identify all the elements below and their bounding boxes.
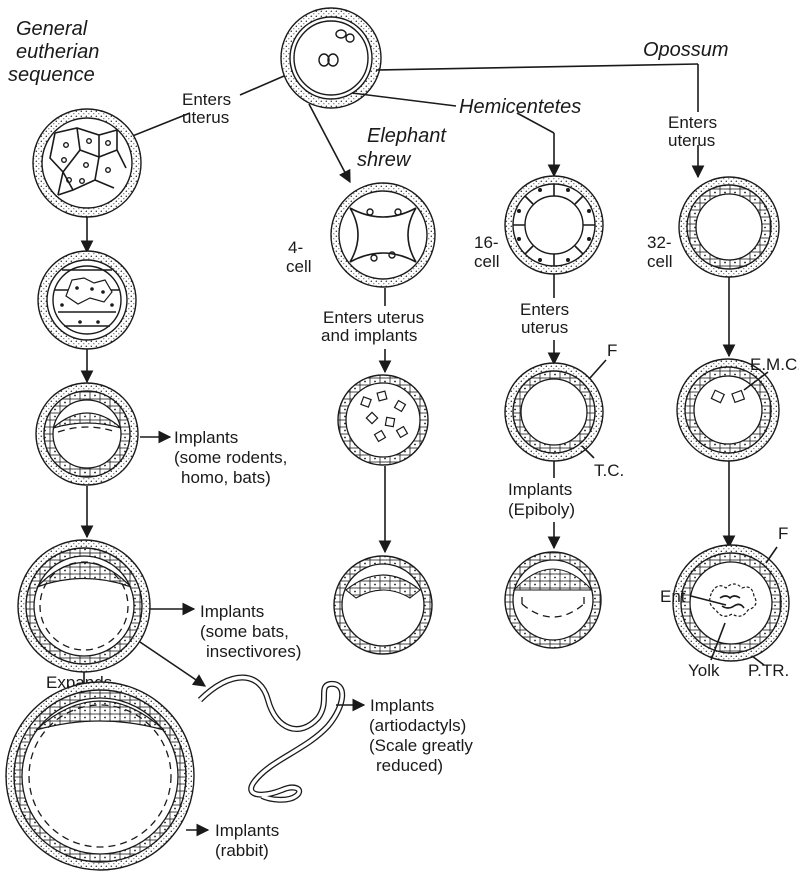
svg-text:shrew: shrew: [357, 149, 412, 171]
svg-text:cell: cell: [286, 257, 312, 276]
svg-text:4-: 4-: [288, 238, 303, 257]
svg-text:Implants: Implants: [200, 602, 264, 621]
svg-text:Implants: Implants: [215, 821, 279, 840]
f-label-hemi: F: [607, 341, 617, 360]
svg-text:and implants: and implants: [321, 326, 417, 345]
sixteen-cell-label: 16- cell: [474, 233, 500, 271]
svg-text:(some rodents,: (some rodents,: [174, 448, 287, 467]
implants-rodents-label: Implants (some rodents, homo, bats): [174, 428, 287, 487]
four-cell-label: 4- cell: [286, 238, 312, 276]
svg-text:Implants: Implants: [174, 428, 238, 447]
hemicentetes-blastocyst: [505, 363, 603, 461]
implants-rabbit-label: Implants (rabbit): [215, 821, 279, 860]
svg-text:Elephant: Elephant: [367, 125, 447, 147]
blastocyst-stage-3: [36, 383, 138, 485]
svg-text:Enters: Enters: [668, 113, 717, 132]
implants-artiodactyls-label: Implants (artiodactyls) (Scale greatly r…: [369, 696, 473, 775]
ptr-label: P.TR.: [748, 661, 789, 680]
sixteen-cell-embryo: [505, 176, 603, 274]
svg-text:(Epiboly): (Epiboly): [508, 500, 575, 519]
svg-text:sequence: sequence: [8, 64, 95, 86]
enters-uterus-implants-label: Enters uterus and implants: [321, 308, 424, 345]
f-label-opossum: F: [778, 524, 788, 543]
thirtytwo-cell-embryo: [679, 177, 779, 277]
four-cell-embryo: [331, 183, 435, 287]
svg-text:(Scale greatly: (Scale greatly: [369, 736, 473, 755]
opossum-late-blastocyst: [673, 545, 789, 661]
svg-text:(rabbit): (rabbit): [215, 841, 269, 860]
heading-opossum: Opossum: [643, 39, 729, 61]
rabbit-blastocyst: [6, 682, 194, 870]
svg-text:Enters uterus: Enters uterus: [323, 308, 424, 327]
hemicentetes-implanted: [505, 552, 601, 648]
ent-label: Ent: [660, 587, 686, 606]
svg-text:32-: 32-: [647, 233, 672, 252]
svg-text:insectivores): insectivores): [206, 642, 301, 661]
svg-text:reduced): reduced): [376, 756, 443, 775]
svg-text:16-: 16-: [474, 233, 499, 252]
implants-bats-label: Implants (some bats, insectivores): [200, 602, 301, 661]
morula: [33, 109, 141, 217]
heading-elephant-shrew: Elephant shrew: [357, 125, 447, 171]
svg-text:eutherian: eutherian: [16, 41, 99, 63]
svg-text:Implants: Implants: [508, 480, 572, 499]
svg-text:Implants: Implants: [370, 696, 434, 715]
svg-text:General: General: [16, 18, 88, 40]
zygote: [281, 8, 381, 108]
svg-text:homo, bats): homo, bats): [181, 468, 271, 487]
expanded-blastocyst: [18, 540, 150, 672]
svg-text:uterus: uterus: [668, 131, 715, 150]
svg-text:Enters: Enters: [520, 300, 569, 319]
thirtytwo-cell-label: 32- cell: [647, 233, 673, 271]
enters-uterus-hemi-label: Enters uterus: [520, 300, 569, 337]
elongated-blastocyst: [200, 678, 342, 800]
svg-text:(artiodactyls): (artiodactyls): [369, 716, 466, 735]
emc-label: E.M.C.: [750, 355, 799, 374]
enters-uterus-opossum-label: Enters uterus: [668, 113, 717, 150]
enters-uterus-label: Enters uterus: [182, 90, 231, 127]
heading-general-eutherian: General eutherian sequence: [8, 18, 99, 86]
svg-text:(some bats,: (some bats,: [200, 622, 289, 641]
svg-text:uterus: uterus: [182, 108, 229, 127]
tc-label: T.C.: [594, 461, 624, 480]
yolk-label: Yolk: [688, 661, 720, 680]
svg-text:cell: cell: [474, 252, 500, 271]
svg-text:Enters: Enters: [182, 90, 231, 109]
elephant-shrew-implanted: [334, 556, 432, 654]
early-blastocyst: [38, 251, 136, 349]
implants-epiboly-label: Implants (Epiboly): [508, 480, 575, 519]
svg-text:uterus: uterus: [521, 318, 568, 337]
elephant-shrew-blastocyst: [338, 375, 428, 465]
svg-text:cell: cell: [647, 252, 673, 271]
